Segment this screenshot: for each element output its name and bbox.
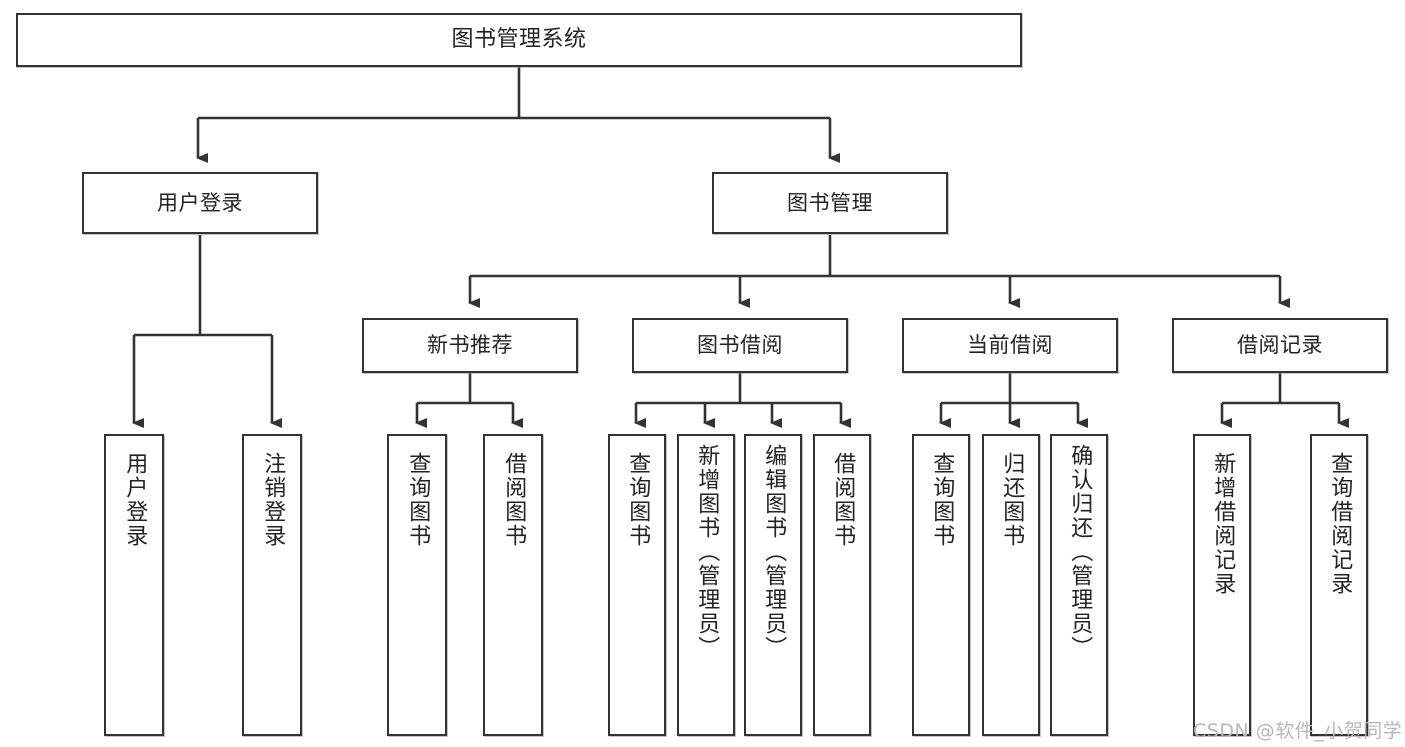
node-label: 查询图书 bbox=[625, 452, 651, 548]
leaf-add-book[interactable]: 新增图书（管理员） bbox=[677, 434, 735, 736]
leaf-query-book-2[interactable]: 查询图书 bbox=[608, 434, 666, 736]
node-label: 图书管理系统 bbox=[451, 27, 587, 53]
leaf-logout-login[interactable]: 注销登录 bbox=[242, 434, 302, 736]
node-book-manage[interactable]: 图书管理 bbox=[712, 172, 948, 234]
node-label: 图书管理 bbox=[787, 190, 873, 215]
leaf-query-record[interactable]: 查询借阅记录 bbox=[1310, 434, 1368, 736]
node-label: 新增借阅记录 bbox=[1210, 452, 1236, 596]
leaf-return-book[interactable]: 归还图书 bbox=[982, 434, 1040, 736]
node-new-book-recommend[interactable]: 新书推荐 bbox=[362, 318, 578, 373]
node-label: 用户登录 bbox=[122, 452, 148, 548]
node-label: 查询图书 bbox=[405, 452, 431, 548]
node-label: 归还图书 bbox=[999, 452, 1025, 548]
node-label: 查询图书 bbox=[929, 452, 955, 548]
node-label: 确认归还（管理员） bbox=[1067, 444, 1093, 660]
node-label: 图书借阅 bbox=[697, 333, 783, 358]
node-label: 新书推荐 bbox=[427, 333, 513, 358]
leaf-borrow-book-1[interactable]: 借阅图书 bbox=[483, 434, 543, 736]
leaf-user-login[interactable]: 用户登录 bbox=[104, 434, 164, 736]
node-borrow-record[interactable]: 借阅记录 bbox=[1172, 318, 1388, 373]
node-label: 新增图书（管理员） bbox=[694, 444, 720, 660]
node-user-login[interactable]: 用户登录 bbox=[82, 172, 318, 234]
leaf-query-book-1[interactable]: 查询图书 bbox=[387, 434, 447, 736]
node-label: 当前借阅 bbox=[967, 333, 1053, 358]
node-label: 借阅图书 bbox=[501, 452, 527, 548]
node-current-borrow[interactable]: 当前借阅 bbox=[902, 318, 1118, 373]
node-label: 借阅记录 bbox=[1237, 333, 1323, 358]
leaf-add-record[interactable]: 新增借阅记录 bbox=[1193, 434, 1251, 736]
node-label: 查询借阅记录 bbox=[1327, 452, 1353, 596]
leaf-edit-book[interactable]: 编辑图书（管理员） bbox=[744, 434, 802, 736]
node-label: 用户登录 bbox=[157, 190, 243, 215]
node-root-system[interactable]: 图书管理系统 bbox=[16, 13, 1022, 67]
csdn-watermark: CSDN @软件_小贺同学 bbox=[1193, 720, 1403, 742]
node-label: 注销登录 bbox=[260, 452, 286, 548]
leaf-query-book-3[interactable]: 查询图书 bbox=[912, 434, 970, 736]
leaf-borrow-book-2[interactable]: 借阅图书 bbox=[813, 434, 871, 736]
node-label: 借阅图书 bbox=[830, 452, 856, 548]
node-label: 编辑图书（管理员） bbox=[761, 444, 787, 660]
node-book-borrow[interactable]: 图书借阅 bbox=[632, 318, 848, 373]
leaf-confirm-return[interactable]: 确认归还（管理员） bbox=[1050, 434, 1108, 736]
